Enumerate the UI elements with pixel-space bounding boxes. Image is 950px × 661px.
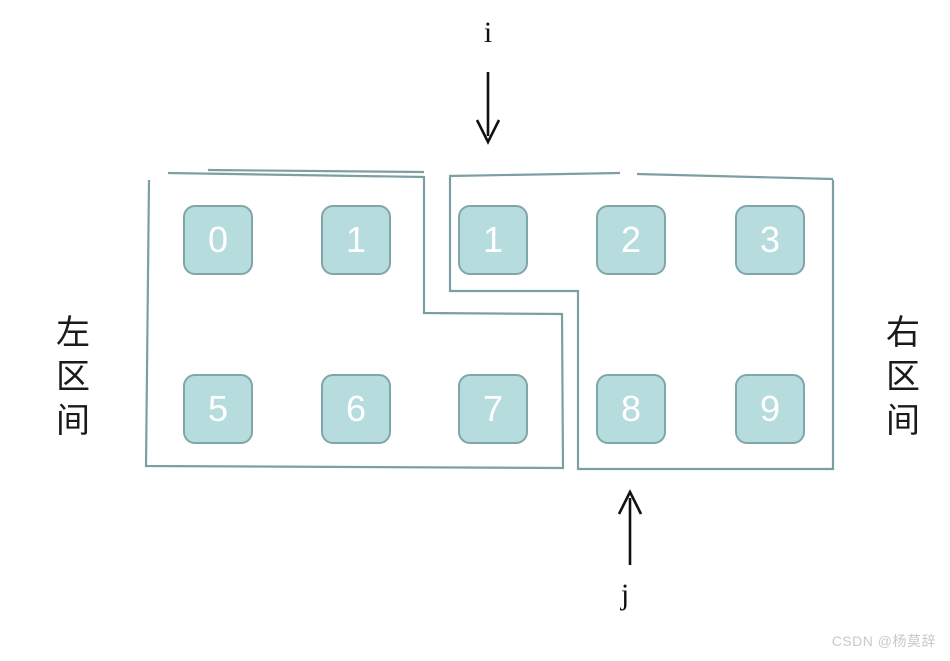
watermark: CSDN @杨莫辞 [831, 633, 936, 649]
right-region-label-text: 右区间 [886, 315, 920, 440]
array-cell-top-4 [735, 205, 805, 275]
pointer-i-label: i [483, 16, 493, 49]
array-cell-bottom-1 [321, 374, 391, 444]
array-cell-top-0 [183, 205, 253, 275]
array-cell-bottom-2 [458, 374, 528, 444]
array-cell-bottom-3 [596, 374, 666, 444]
array-cell-bottom-0 [183, 374, 253, 444]
array-cell-top-2 [458, 205, 528, 275]
array-cell-top-1 [321, 205, 391, 275]
left-region-label-text: 左区间 [56, 315, 90, 440]
left-region-label: 左区间 [50, 312, 96, 444]
pointer-i-arrow [475, 72, 501, 145]
right-region-outline [448, 171, 835, 471]
right-region-label: 右区间 [880, 312, 926, 444]
pointer-j-label: j [620, 578, 630, 611]
array-cell-top-3 [596, 205, 666, 275]
cell-rects-group [183, 205, 805, 444]
left-region-outline [144, 168, 565, 470]
array-cell-bottom-4 [735, 374, 805, 444]
pointer-j-arrow [617, 489, 643, 565]
